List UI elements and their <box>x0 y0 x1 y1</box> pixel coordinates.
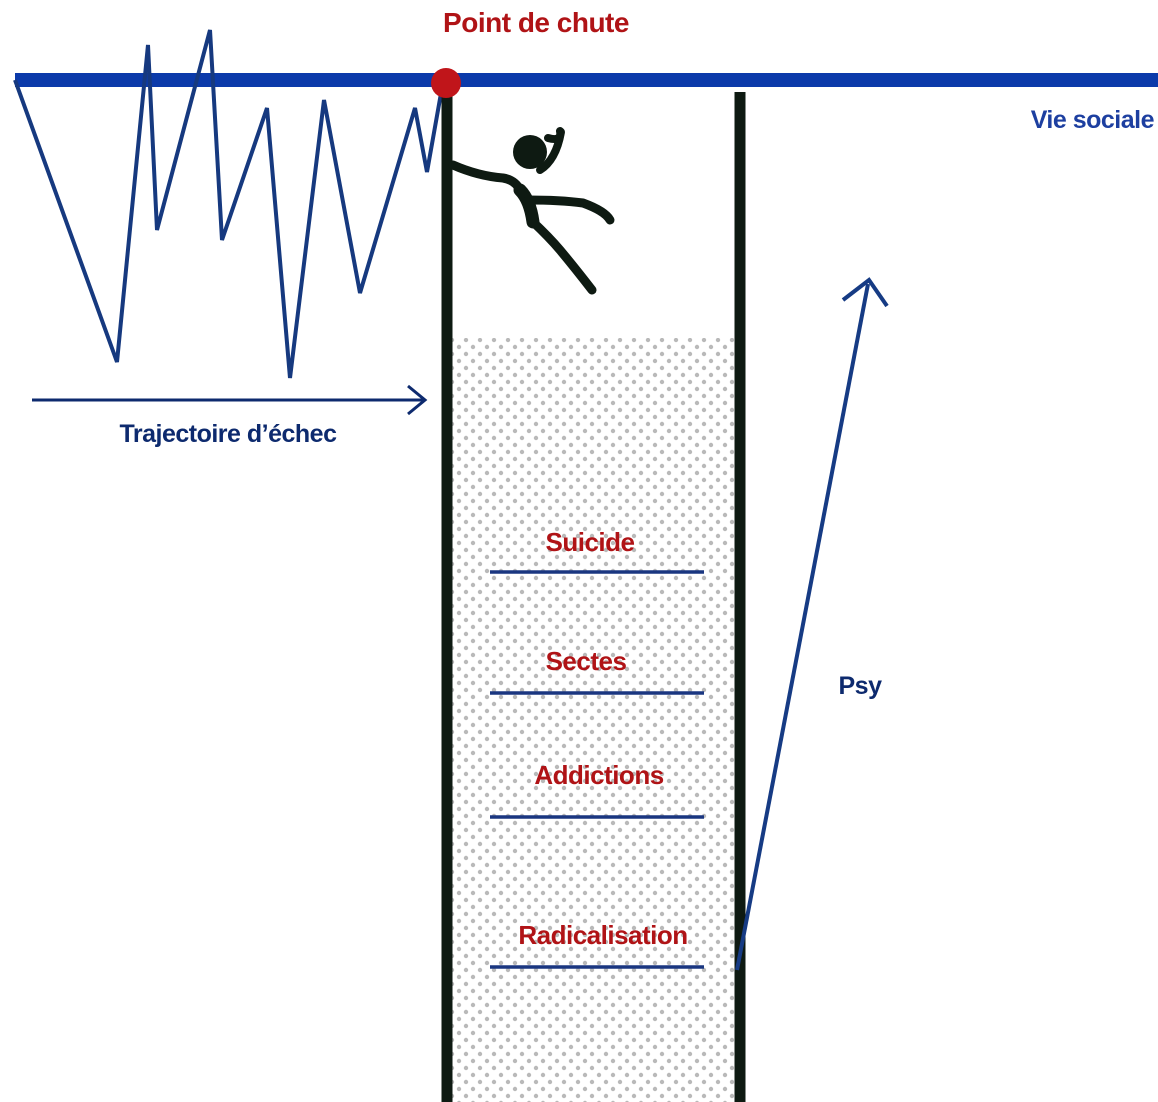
social-life-label: Vie sociale <box>1031 106 1155 134</box>
level-label-radicalisation: Radicalisation <box>518 920 687 950</box>
psy-arrow <box>735 277 889 971</box>
failure-trajectory-label: Trajectoire d’échec <box>119 420 337 448</box>
fall-point-label: Point de chute <box>443 7 629 38</box>
pit-fill <box>452 338 734 1102</box>
level-label-addictions: Addictions <box>534 760 663 790</box>
trajectory-arrow <box>32 384 428 416</box>
falling-person-icon <box>448 127 615 295</box>
failure-zigzag-line <box>13 29 445 379</box>
level-label-sectes: Sectes <box>546 646 627 676</box>
level-label-suicide: Suicide <box>546 527 635 557</box>
psy-label: Psy <box>839 672 883 700</box>
red-dot-icon <box>431 68 461 98</box>
